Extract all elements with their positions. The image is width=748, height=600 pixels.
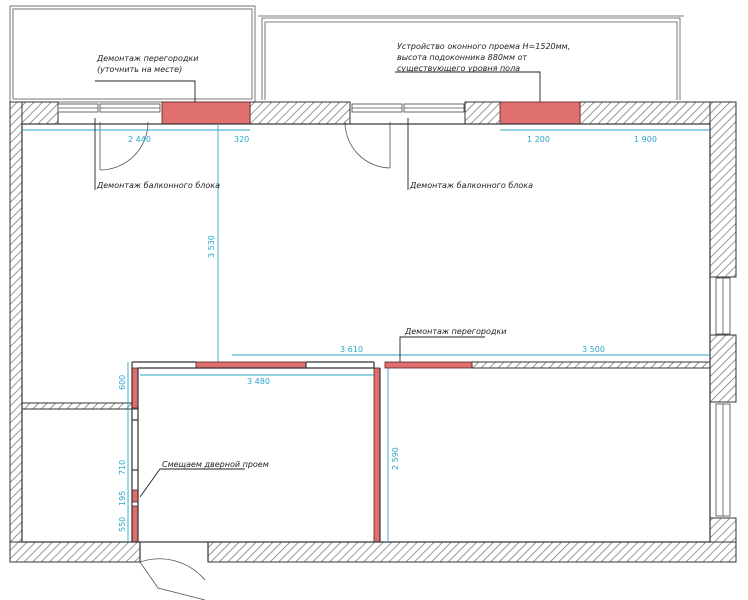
- exterior-walls: [9, 101, 737, 563]
- dim-vertical-mid: 2 590: [391, 447, 400, 470]
- dim-horizontal-left: 3 610: [340, 345, 363, 354]
- balcony-right: [258, 15, 684, 100]
- note-door-shift: Смещаем дверной проем: [162, 460, 269, 469]
- interior-walls: [21, 123, 711, 562]
- windows: [57, 103, 731, 517]
- note-window-opening-line1: Устройство оконного проема Н=1520мм,: [397, 42, 570, 51]
- annotation-leaders: [94, 71, 541, 498]
- dim-vertical-left: 3 530: [207, 235, 216, 258]
- note-partition-middle: Демонтаж перегородки: [404, 327, 506, 336]
- demolition-elements: [131, 101, 581, 543]
- balcony-left: [9, 5, 256, 103]
- note-balcony-block-left: Демонтаж балконного блока: [96, 181, 220, 190]
- note-window-opening-line3: существующего уровня пола: [397, 64, 520, 73]
- dim-top-left-width: 2 440: [128, 135, 151, 144]
- dim-window-new: 1 200: [527, 135, 550, 144]
- note-partition-top-line2: (уточнить на месте): [97, 65, 182, 74]
- note-partition-top-line1: Демонтаж перегородки: [96, 54, 198, 63]
- dimension-lines: [22, 124, 710, 542]
- dim-top-partition: 320: [234, 135, 249, 144]
- dim-corridor-width: 3 480: [247, 377, 270, 386]
- dim-side-600: 600: [118, 375, 127, 390]
- dim-side-710: 710: [118, 460, 127, 475]
- dim-window-right: 1 900: [634, 135, 657, 144]
- dim-side-195: 195: [118, 491, 127, 506]
- note-window-opening-line2: высота подоконника 880мм от: [397, 53, 527, 62]
- note-balcony-block-right: Демонтаж балконного блока: [409, 181, 533, 190]
- dim-side-550: 550: [118, 517, 127, 532]
- dim-horizontal-right: 3 500: [582, 345, 605, 354]
- doors: [99, 121, 391, 600]
